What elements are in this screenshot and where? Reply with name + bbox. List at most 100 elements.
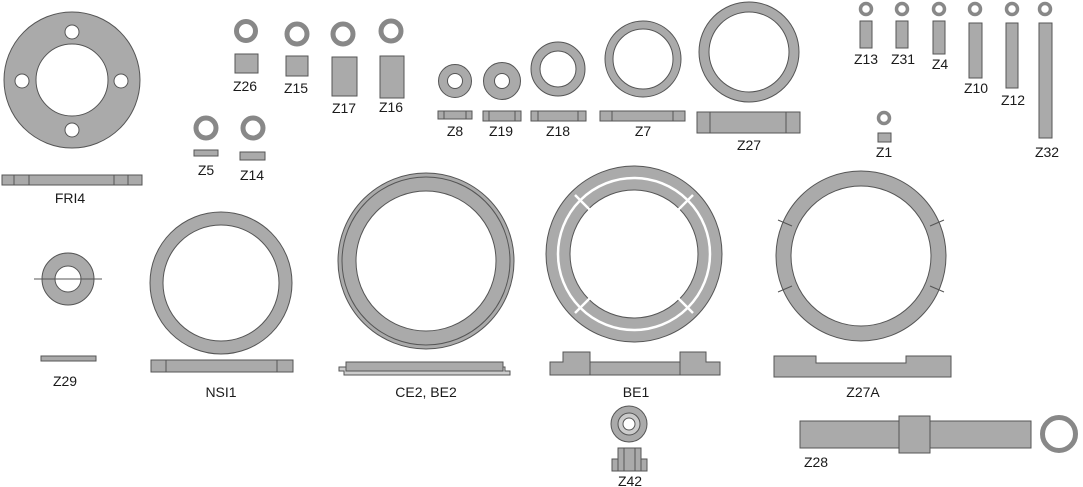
label-z1: Z1 [876,144,893,160]
ce2-ring-edge [337,172,515,350]
part-ce2-be2 [337,172,515,376]
z27a-ring-edge [775,170,947,342]
ce2-ring [338,173,514,349]
z19-ring-edge [494,73,510,89]
z27-ring-edge [708,11,790,93]
z15-ring [284,21,310,47]
ce2-side-view [345,361,504,372]
part-z16 [378,18,405,99]
z8-side-view [437,110,473,120]
label-be1: BE1 [623,384,650,400]
be1-ring-edge [545,165,723,343]
part-fri4 [1,11,143,186]
z18-ring-edge [530,41,586,97]
label-nsi1: NSI1 [205,384,236,400]
part-z27 [696,1,801,134]
z19-ring-edge [483,62,521,100]
part-z15 [284,21,310,77]
label-z42: Z42 [618,473,642,487]
label-z7: Z7 [635,123,652,139]
z8-ring [438,64,472,98]
label-z4: Z4 [932,56,949,72]
z7-side-view [599,110,686,122]
label-z32: Z32 [1035,144,1059,160]
z8-ring-edge [447,73,463,89]
z1-side-view [877,132,892,143]
fri4-bore [35,43,109,117]
part-z14 [239,115,266,161]
z27-ring [699,2,799,102]
z14-side-view [239,151,266,161]
part-z12 [1004,1,1020,89]
z31-side-view [895,20,909,49]
z17-ring [330,21,356,47]
z10-ring [967,1,983,17]
z28-ring [1040,415,1078,453]
nsi1-ring-edge [149,211,293,355]
ce2-ring-edge [355,190,497,332]
label-z18: Z18 [546,123,570,139]
label-z26: Z26 [233,78,257,94]
part-z18 [530,41,587,122]
z4-side-view [932,20,946,55]
part-labels: FRI4 Z26 Z15 Z17 Z16 Z5 Z14 Z8 Z19 Z18 Z… [53,51,1059,487]
z27a-segment-line [929,285,945,293]
ce2-ring-edge [341,176,511,346]
z12-ring [1004,1,1020,17]
z10-side-view [968,22,983,79]
z4-ring [931,1,947,17]
fri4-bolt-hole [113,73,129,89]
z27a-segment-line [777,285,793,293]
label-z14: Z14 [240,167,264,183]
part-z7 [599,20,686,122]
label-z15: Z15 [284,80,308,96]
be1-segment-gaps [556,176,712,332]
z8-ring-edge [438,64,472,98]
label-z17: Z17 [332,100,356,116]
part-z29 [34,252,102,362]
be1-side-view [549,351,721,376]
label-z13: Z13 [854,51,878,67]
z27a-ring [776,171,946,341]
nsi1-ring [150,212,292,354]
z7-ring-edge [612,28,674,90]
label-z29: Z29 [53,373,77,389]
z27-side-view [696,111,801,134]
part-z27a [773,170,952,378]
part-z5 [193,115,219,157]
z16-side-view [379,55,405,99]
z7-ring-edge [604,20,682,98]
z26-side-view [234,53,259,74]
z26-ring [234,19,258,43]
z14-ring [240,115,266,141]
z19-ring [483,62,521,100]
part-z32 [1037,1,1053,139]
label-z31: Z31 [891,51,915,67]
part-z10 [967,1,983,79]
z5-side-view [193,149,219,157]
part-z8 [437,64,473,120]
label-z8: Z8 [447,123,464,139]
z27a-segment-line [929,219,945,227]
z13-side-view [859,20,873,49]
part-z31 [894,1,910,49]
part-z13 [858,1,874,49]
z15-side-view [285,55,309,77]
fri4-bolt-hole [64,122,80,138]
label-fri4: FRI4 [55,190,86,206]
label-z16: Z16 [379,99,403,115]
z27a-ring-edge [790,185,932,327]
part-z19 [482,62,522,122]
fri4-bolt-hole [64,24,80,40]
z18-ring-edge [539,50,577,88]
part-be1 [545,165,723,376]
z16-ring [378,18,404,44]
z18-side-view [530,110,587,122]
z27a-side-view [773,355,952,378]
z5-ring [193,115,219,141]
be1-ring-edge [569,189,699,319]
z1-ring [876,110,892,126]
part-z42 [610,405,648,472]
label-z10: Z10 [964,80,988,96]
